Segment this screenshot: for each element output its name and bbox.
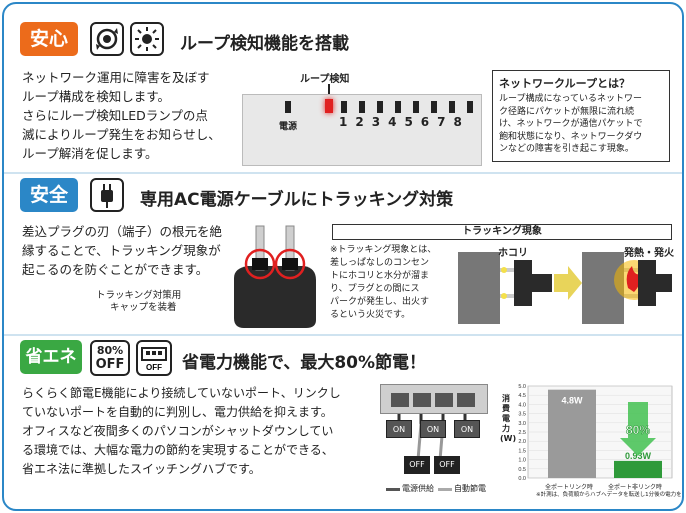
tracking-body: ※トラッキング現象とは、差しっぱなしのコンセントにホコリと水分が溜まり、プラグと… (330, 245, 437, 320)
loop-definition-box: ネットワークループとは？ ループ構成になっているネットワーク径路にパケットが無限… (492, 70, 670, 162)
plug-icon (90, 178, 124, 212)
chart-ytick-label: 4.5 (518, 393, 526, 399)
divider (4, 172, 682, 174)
pc-off-1: OFF (404, 456, 430, 474)
pc-on-1: ON (386, 420, 412, 438)
chart-ylabel: 消費電力(W) (500, 394, 517, 443)
shoene-tag: 省エネ (20, 340, 82, 374)
dust-label: ホコリ (498, 248, 528, 259)
port-numbers: 12345678 (339, 115, 470, 129)
legend-auto-swatch (438, 488, 452, 491)
pc-off-2: OFF (434, 456, 460, 474)
switch-panel: 電源 12345678 (242, 94, 482, 166)
bar-no-link (614, 460, 662, 478)
chart-ytick-label: 3.0 (518, 421, 526, 427)
cap-label: トラッキング対策用キャップを装着 (96, 290, 182, 313)
section2-title: 専用AC電源ケーブルにトラッキング対策 (140, 190, 454, 210)
port-led-6 (431, 101, 437, 113)
divider (4, 334, 682, 336)
section1-body: ネットワーク運用に障害を及ぼすループ構成を検知します。さらにループ検知LEDラン… (22, 70, 221, 161)
loop-arrows-icon (90, 22, 124, 56)
loop-led (325, 99, 333, 113)
tracking-illustration (458, 244, 672, 324)
loop-definition-body: ループ構成になっているネットワーク径路にパケットが無限に流れ続け、ネットワークが… (499, 94, 643, 154)
section3-title: 省電力機能で、最大80%節電！ (182, 353, 427, 373)
tracking-title: トラッキング現象 (332, 224, 672, 240)
port-led-7 (449, 101, 455, 113)
bar-all-link-value: 4.8W (561, 396, 583, 406)
bar-no-link-value: 0.93W (625, 451, 652, 461)
chart-ytick-label: 0.0 (518, 476, 526, 482)
power-chart: 5.0 4.5 4.0 3.5 3.0 2.5 2.0 1.5 1.0 0.5 0.0 4.8W 0.9… (518, 384, 673, 482)
svg-text:OFF: OFF (146, 363, 162, 372)
pc-on-3: ON (454, 420, 480, 438)
section3-body: らくらく節電E機能により接続していないポート、リンクしていないポートを自動的に判… (22, 386, 341, 476)
power-led (285, 101, 291, 113)
bar-all-link (548, 389, 596, 478)
port-led-2 (359, 101, 365, 113)
chart-ytick-label: 3.5 (518, 412, 526, 418)
chart-ytick-label: 1.0 (518, 458, 526, 464)
off-switch-icon: OFF (136, 340, 172, 376)
hub-device (380, 384, 488, 414)
chart-note: ※計測は、負荷順からハブへデータを転送し1分後の電力を計測 (536, 492, 684, 498)
fire-label: 発熱・発火 (624, 248, 674, 259)
port-led-4 (395, 101, 401, 113)
pc-on-2: ON (420, 420, 446, 438)
plug-illustration (228, 218, 320, 330)
loop-detect-pointer (328, 84, 330, 94)
anzen-tag: 安全 (20, 178, 78, 212)
port-led-3 (377, 101, 383, 113)
chart-ytick-label: 5.0 (518, 384, 526, 390)
legend-auto: 自動節電 (454, 484, 486, 493)
loop-detect-label: ループ検知 (300, 74, 350, 85)
chart-ytick-label: 1.5 (518, 448, 526, 454)
chart-ytick-label: 2.5 (518, 430, 526, 436)
bar2-label: 全ポート非リンク時 (607, 484, 662, 491)
power-label: 電源 (279, 122, 298, 132)
loop-definition-title: ネットワークループとは？ (499, 77, 631, 90)
legend-power-swatch (386, 488, 400, 491)
led-blink-icon (130, 22, 164, 56)
chart-ytick-label: 4.0 (518, 402, 526, 408)
power-saving-badge-icon: 80% OFF (90, 340, 130, 376)
bar1-label: 全ポートリンク時 (544, 484, 593, 491)
section2-body: 差込プラグの刃（端子）の根元を絶縁することで、トラッキング現象が起こるのを防ぐこ… (22, 224, 223, 277)
chart-ytick-label: 2.0 (518, 439, 526, 445)
chart-ytick-label: 0.5 (518, 467, 526, 473)
port-led-1 (341, 101, 347, 113)
port-led-8 (467, 101, 473, 113)
legend-power: 電源供給 (402, 484, 434, 493)
port-led-5 (413, 101, 419, 113)
reduction-pct: 80% (626, 423, 650, 437)
section1-title: ループ検知機能を搭載 (180, 34, 349, 54)
anshin-tag: 安心 (20, 22, 78, 56)
reduction-arrow (620, 402, 656, 456)
